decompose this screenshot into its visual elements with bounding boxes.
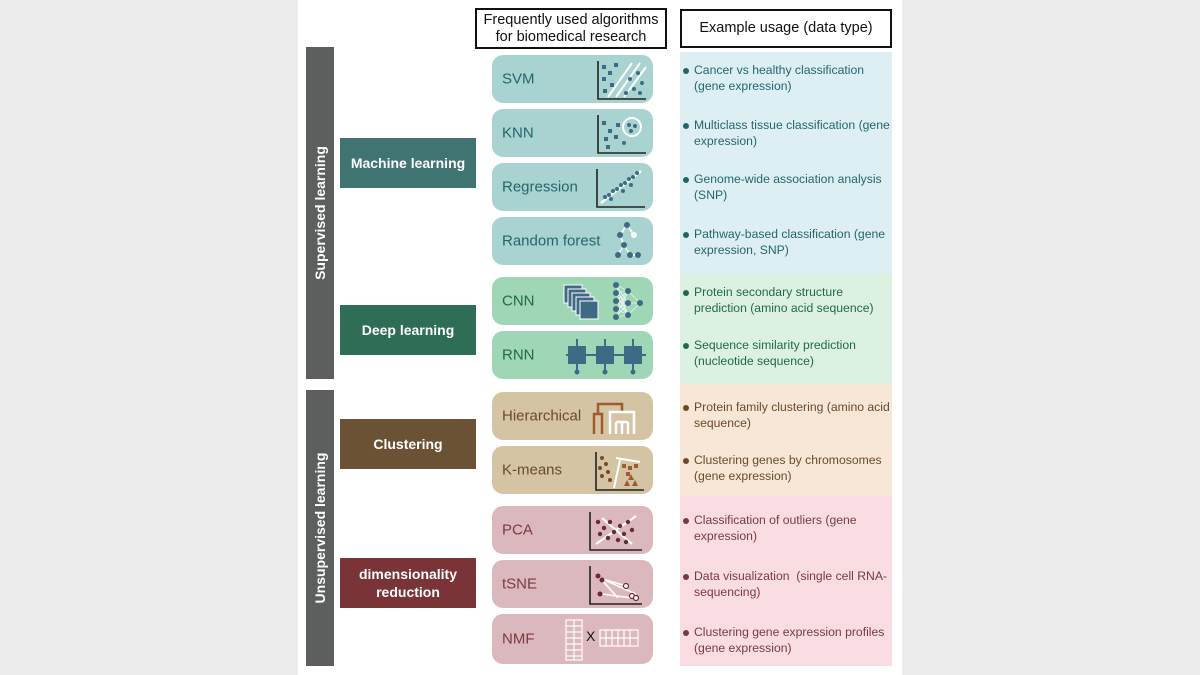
svm-scatter-icon <box>597 61 647 100</box>
algorithm-svm-label: SVM <box>502 70 535 88</box>
usage-bullet <box>683 343 689 349</box>
algorithms-header: Frequently used algorithms for biomedica… <box>475 8 667 49</box>
algorithms-header-text: Frequently used algorithms for biomedica… <box>483 11 659 45</box>
figure-canvas: Frequently used algorithms for biomedica… <box>298 0 902 675</box>
usage-header-text: Example usage (data type) <box>699 20 873 36</box>
usage-kmeans: Clustering genes by chromosomes (gene ex… <box>694 453 882 483</box>
supervised-learning-bar: Supervised learning <box>306 47 334 379</box>
category-deep-learning-label: Deep learning <box>361 322 455 338</box>
algorithm-kmeans-label: K-means <box>502 461 563 479</box>
category-clustering: Clustering <box>340 419 476 469</box>
algorithm-kmeans: K-means <box>492 446 653 494</box>
usage-tsne: Data visualization (single cell RNA-sequ… <box>694 569 888 599</box>
algorithm-knn-label: KNN <box>502 124 534 142</box>
usage-knn: Multiclass tissue classification (gene e… <box>694 118 890 148</box>
algorithm-random-forest-label: Random forest <box>502 232 601 250</box>
algorithm-hierarchical: Hierarchical <box>492 392 653 440</box>
category-clustering-label: Clustering <box>373 436 443 452</box>
usage-panel-machine-learning <box>680 52 892 274</box>
category-machine-learning: Machine learning <box>340 138 476 188</box>
usage-cnn: Protein secondary structure prediction (… <box>694 285 874 315</box>
algorithm-rnn-label: RNN <box>502 346 535 364</box>
algorithm-pca-label: PCA <box>502 521 533 539</box>
rnn-chain-icon <box>566 339 646 375</box>
usage-svm: Cancer vs healthy classification (gene e… <box>694 63 865 93</box>
category-dimensionality-reduction-label: dimensionality reduction <box>358 566 458 600</box>
algorithm-hierarchical-label: Hierarchical <box>502 407 582 425</box>
matrix-factorization-icon <box>565 619 639 661</box>
usage-regression: Genome-wide association analysis (SNP) <box>694 172 882 202</box>
usage-rnn: Sequence similarity prediction (nucleoti… <box>694 338 856 368</box>
cnn-network-icon <box>563 282 643 320</box>
regression-line-icon <box>596 169 645 208</box>
algorithm-random-forest: Random forest <box>492 217 653 265</box>
category-dimensionality-reduction: dimensionality reduction <box>340 558 476 608</box>
unsupervised-learning-label: Unsupervised learning <box>312 452 328 604</box>
usage-bullet <box>683 290 689 296</box>
usage-nmf: Clustering gene expression profiles (gen… <box>694 625 885 655</box>
usage-random-forest: Pathway-based classification (gene expre… <box>694 227 886 257</box>
unsupervised-learning-bar: Unsupervised learning <box>306 390 334 666</box>
usage-bullet <box>683 405 689 411</box>
tsne-scatter-icon <box>589 566 642 605</box>
kmeans-scatter-icon <box>595 452 644 491</box>
usage-panel-dimensionality-reduction <box>680 496 892 666</box>
usage-panel-deep-learning <box>680 274 892 384</box>
algorithm-tsne-label: tSNE <box>502 575 538 593</box>
usage-bullet <box>683 177 689 183</box>
usage-panel-clustering <box>680 384 892 496</box>
algorithm-rnn: RNN <box>492 331 653 379</box>
decision-tree-icon <box>615 222 641 258</box>
usage-bullet <box>683 630 689 636</box>
algorithm-pca: PCA <box>492 506 653 554</box>
algorithm-tsne: tSNE <box>492 560 653 608</box>
supervised-learning-label: Supervised learning <box>312 146 328 280</box>
usage-pca: Classification of outliers (gene express… <box>694 513 857 543</box>
usage-bullet <box>683 458 689 464</box>
algorithm-cnn: CNN <box>492 277 653 325</box>
usage-bullet <box>683 518 689 524</box>
usage-bullet <box>683 232 689 238</box>
pca-scatter-icon <box>589 512 642 551</box>
algorithm-cnn-label: CNN <box>502 292 535 310</box>
algorithm-knn: KNN <box>492 109 653 157</box>
usage-bullet <box>683 123 689 129</box>
usage-bullet <box>683 574 689 580</box>
dendrogram-icon <box>592 402 636 434</box>
category-machine-learning-label: Machine learning <box>350 155 466 171</box>
algorithm-nmf: NMF X <box>492 614 653 664</box>
knn-scatter-icon <box>597 115 646 154</box>
usage-bullet <box>683 68 689 74</box>
usage-header: Example usage (data type) <box>680 9 892 48</box>
algorithm-regression: Regression <box>492 163 653 211</box>
algorithm-nmf-label: NMF <box>502 630 535 648</box>
usage-hierarchical: Protein family clustering (amino acid se… <box>694 400 890 430</box>
category-deep-learning: Deep learning <box>340 305 476 355</box>
matrix-multiply-sign: X <box>586 628 596 644</box>
algorithm-svm: SVM <box>492 55 653 103</box>
algorithm-regression-label: Regression <box>502 178 578 196</box>
